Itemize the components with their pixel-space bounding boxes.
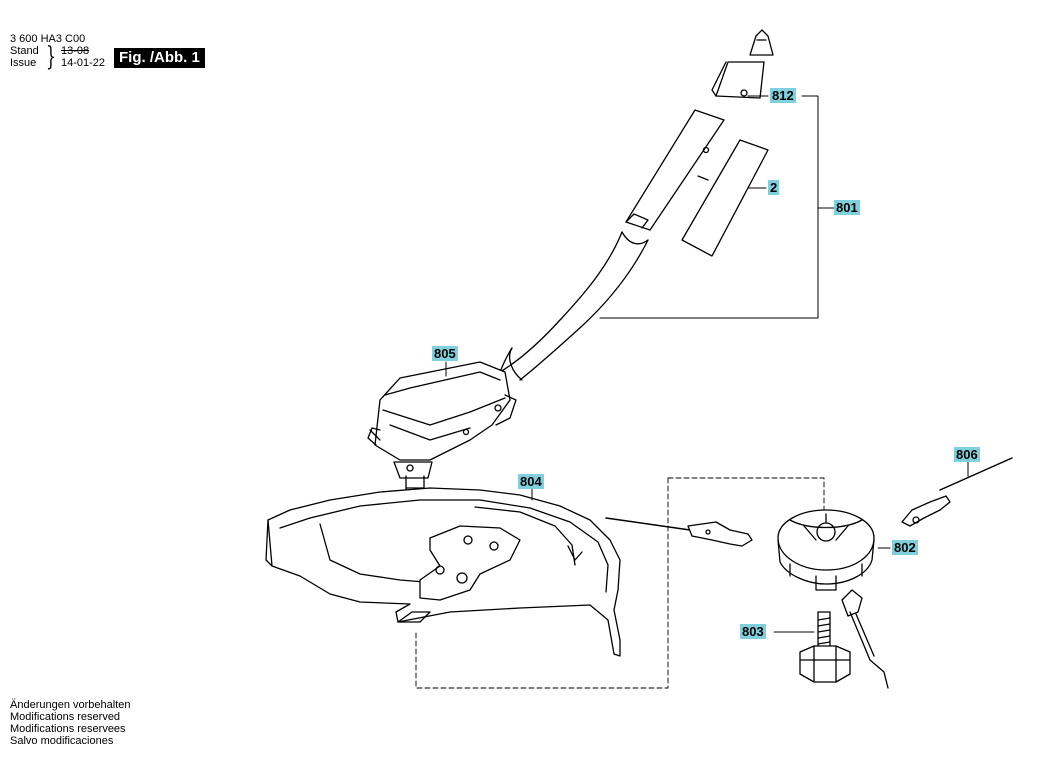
lower-shaft-drawing bbox=[499, 231, 649, 381]
part-label-802: 802 bbox=[892, 540, 918, 555]
part-label-812: 812 bbox=[770, 88, 796, 103]
stand-label: Stand bbox=[10, 45, 39, 57]
side-line-clip-drawing bbox=[841, 589, 889, 689]
stand-date: 13-08 bbox=[61, 45, 90, 57]
issue-date: 14-01-22 bbox=[61, 57, 106, 69]
spool-802-drawing bbox=[777, 509, 875, 591]
guard-804-drawing bbox=[265, 487, 621, 657]
trimmer-line-left-drawing bbox=[605, 517, 753, 547]
part-label-805: 805 bbox=[432, 346, 458, 361]
trimmer-line-806-drawing bbox=[901, 457, 1013, 527]
part-label-2: 2 bbox=[768, 180, 780, 195]
motor-housing-805-drawing bbox=[367, 361, 517, 501]
leader-lines bbox=[445, 95, 969, 633]
part-number-code: 3 600 HA3 C00 bbox=[10, 33, 86, 45]
sleeve-2-drawing bbox=[681, 139, 769, 257]
part-label-801: 801 bbox=[834, 200, 860, 215]
bolt-803-drawing bbox=[799, 611, 851, 683]
footer-line-en: Modifications reserved bbox=[10, 711, 121, 723]
footer-line-fr: Modifications reservees bbox=[10, 723, 126, 735]
footer-line-es: Salvo modificaciones bbox=[10, 735, 114, 747]
footer-line-de: Änderungen vorbehalten bbox=[10, 699, 131, 711]
issue-label: Issue bbox=[10, 57, 37, 69]
part-label-803: 803 bbox=[740, 624, 766, 639]
figure-title: Fig. /Abb. 1 bbox=[114, 48, 205, 68]
part-label-804: 804 bbox=[518, 474, 544, 489]
part-label-806: 806 bbox=[954, 447, 980, 462]
connector-812-drawing bbox=[711, 29, 774, 99]
upper-shaft-drawing bbox=[625, 109, 725, 231]
brace-glyph: } bbox=[46, 42, 56, 72]
